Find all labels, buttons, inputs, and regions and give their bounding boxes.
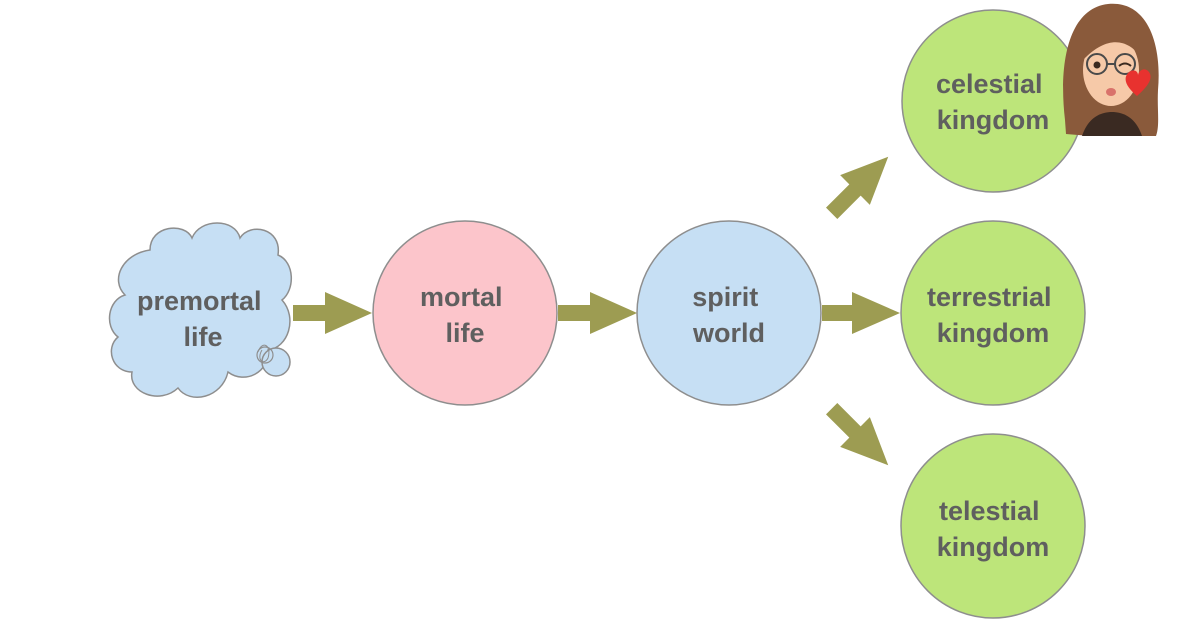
arrow-premortal-to-mortal [293, 292, 372, 334]
spirit-world-node: spirit world [636, 220, 822, 406]
terrestrial-label-line2: kingdom [937, 318, 1050, 348]
cloud-scribble-tail [257, 344, 270, 363]
premortal-life-node: premortal life [108, 222, 292, 398]
avatar-eye-left [1093, 61, 1101, 69]
telestial-label-line1: telestial [939, 496, 1040, 526]
avatar-bangs [1083, 19, 1140, 60]
mortal-life-node: mortal life [372, 220, 558, 406]
arrow-spirit-to-celestial [826, 156, 889, 219]
cloud-scribble [256, 346, 274, 364]
terrestrial-circle [900, 220, 1086, 406]
telestial-circle [900, 433, 1086, 619]
mortal-label-line2: life [445, 318, 484, 348]
telestial-kingdom-node: telestial kingdom [900, 433, 1086, 619]
premortal-label-line1: premortal [137, 286, 262, 316]
arrow-spirit-to-terrestrial [822, 292, 900, 334]
celestial-label-line2: kingdom [937, 105, 1050, 135]
avatar-eye-right-wink [1118, 62, 1132, 67]
celestial-kingdom-node: celestial kingdom [901, 9, 1085, 193]
svg-text:telestial kingdom: telestial kingdom [937, 496, 1050, 562]
mortal-label-line1: mortal [420, 282, 503, 312]
terrestrial-label-line1: terrestrial [927, 282, 1052, 312]
svg-text:spirit world: spirit world [692, 282, 766, 348]
cloud-shape [108, 222, 292, 398]
svg-text:mortal life: mortal life [420, 282, 510, 348]
svg-text:terrestrial kingdom: terrestrial kingdom [927, 282, 1059, 348]
arrow-mortal-to-spirit [558, 292, 637, 334]
memoji-avatar-icon [1063, 3, 1159, 137]
heart-icon [1125, 69, 1151, 96]
premortal-label-line2: life [183, 322, 222, 352]
spirit-label-line2: world [692, 318, 765, 348]
telestial-label-line2: kingdom [937, 532, 1050, 562]
svg-text:premortal life: premortal life [137, 286, 269, 352]
spirit-label-line1: spirit [692, 282, 758, 312]
cloud-small-puff [261, 347, 291, 377]
avatar-sweater [1082, 112, 1142, 136]
avatar-face [1083, 34, 1139, 106]
celestial-circle [901, 9, 1085, 193]
celestial-label-line1: celestial [936, 69, 1043, 99]
svg-text:celestial kingdom: celestial kingdom [936, 69, 1050, 135]
terrestrial-kingdom-node: terrestrial kingdom [900, 220, 1086, 406]
avatar-lips [1106, 88, 1116, 96]
mortal-circle [372, 220, 558, 406]
spirit-circle [636, 220, 822, 406]
arrow-spirit-to-telestial [826, 403, 889, 466]
